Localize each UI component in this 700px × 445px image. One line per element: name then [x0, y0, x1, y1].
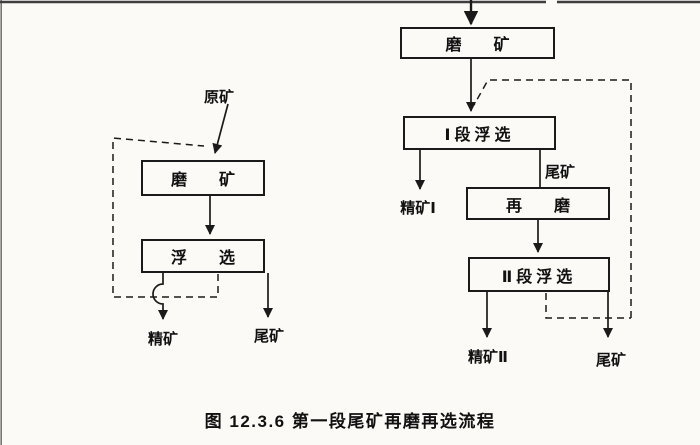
left-concentrate-arrow	[152, 273, 169, 321]
right-concentrate2-label: 精矿Ⅱ	[468, 349, 508, 366]
left-feed-arrow	[212, 103, 229, 154]
right-stage1-flotation-box: Ⅰ段浮选	[403, 116, 556, 150]
right-tailings-label: 尾矿	[595, 352, 626, 369]
figure-caption: 图 12.3.6 第一段尾矿再磨再选流程	[204, 412, 496, 431]
left-tailings-label: 尾矿	[253, 328, 284, 345]
right-regrind-box: 再 磨	[466, 187, 610, 220]
right-flow-solid-lines	[414, 0, 614, 339]
left-concentrate-label: 精矿	[147, 331, 178, 348]
right-stage2-flotation-box: Ⅱ段浮选	[468, 257, 610, 292]
left-recycle-dashed-line	[112, 137, 219, 298]
left-grinding-box: 磨 矿	[141, 160, 265, 196]
left-feed-label: 原矿	[203, 89, 234, 106]
right-recycle-dashed-line	[473, 79, 632, 319]
right-grinding-box: 磨 矿	[400, 27, 555, 59]
right-concentrate1-label: 精矿Ⅰ	[400, 200, 436, 217]
left-flow-solid-lines	[152, 103, 274, 321]
right-tailings-mid-label: 尾矿	[545, 164, 576, 181]
left-flotation-box: 浮 选	[141, 239, 265, 273]
